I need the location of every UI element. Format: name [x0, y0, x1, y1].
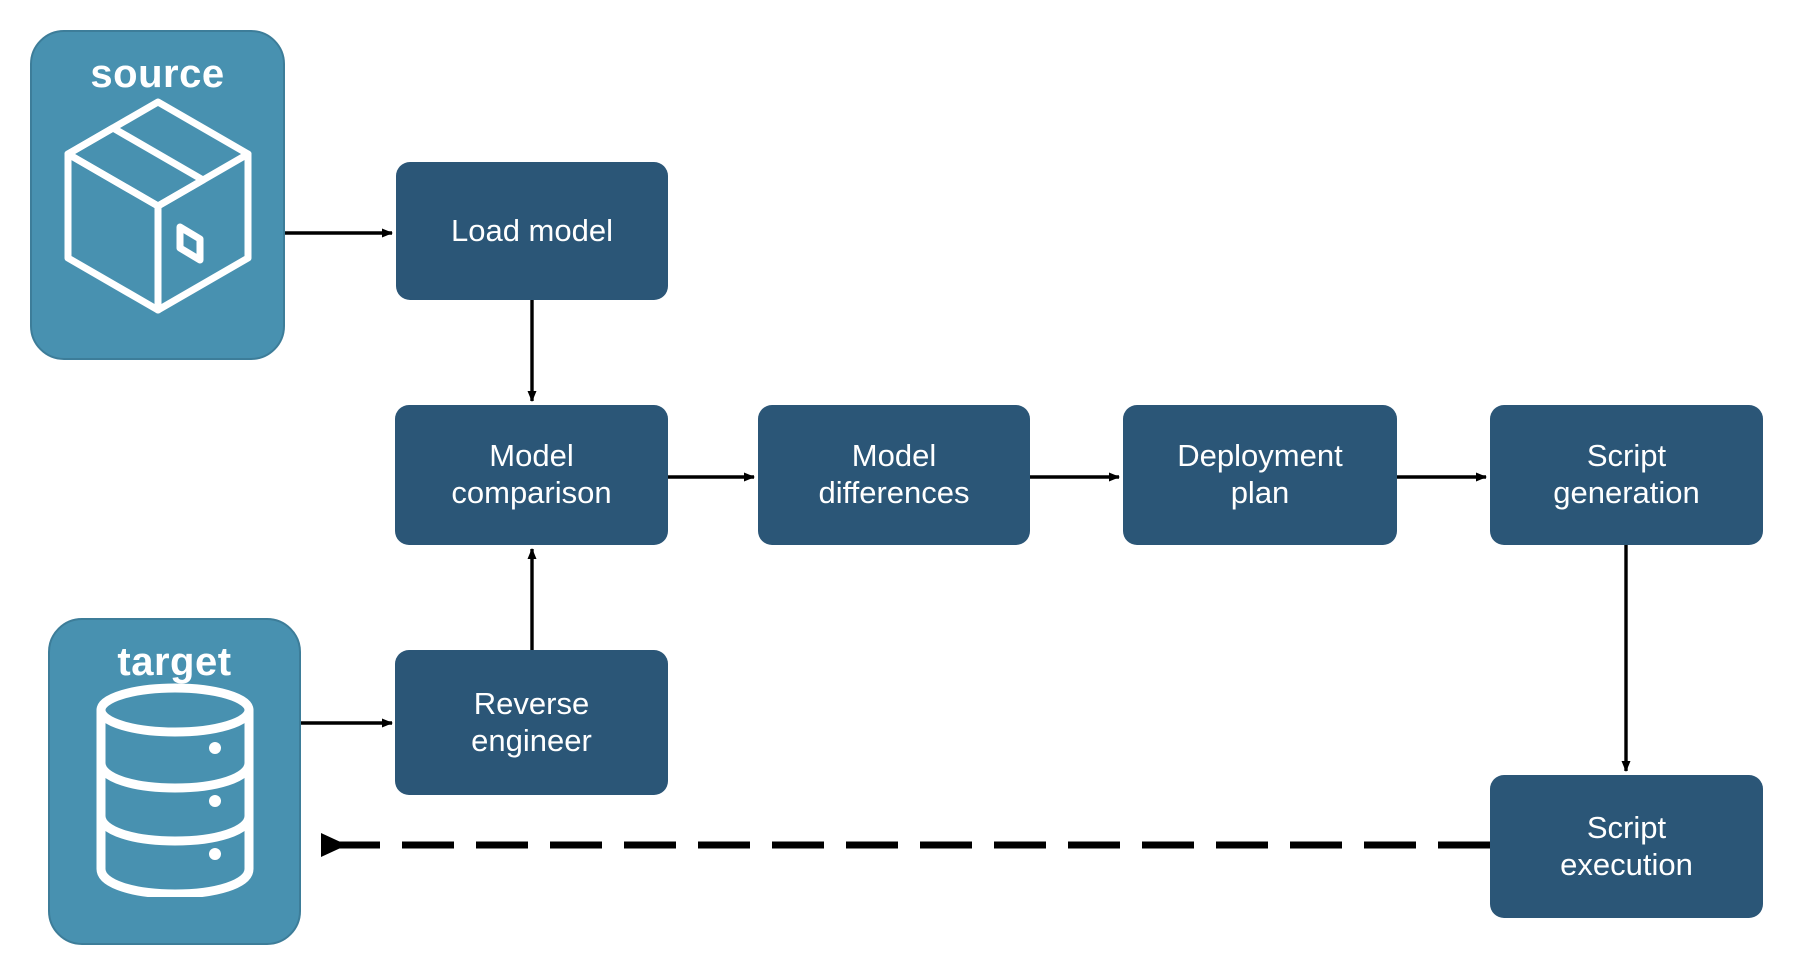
package-box-icon [60, 94, 256, 331]
endpoint-target[interactable]: target [48, 618, 301, 945]
process-deployment-plan[interactable]: Deployment plan [1123, 405, 1397, 545]
endpoint-target-label: target [117, 640, 232, 684]
process-model-differences[interactable]: Model differences [758, 405, 1030, 545]
database-cylinder-icon [95, 682, 255, 902]
endpoint-source[interactable]: source [30, 30, 285, 360]
endpoint-source-label: source [90, 52, 225, 96]
process-reverse-engineer[interactable]: Reverse engineer [395, 650, 668, 795]
process-model-comparison[interactable]: Model comparison [395, 405, 668, 545]
process-script-generation[interactable]: Script generation [1490, 405, 1763, 545]
process-load-model[interactable]: Load model [396, 162, 668, 300]
process-script-execution[interactable]: Script execution [1490, 775, 1763, 918]
